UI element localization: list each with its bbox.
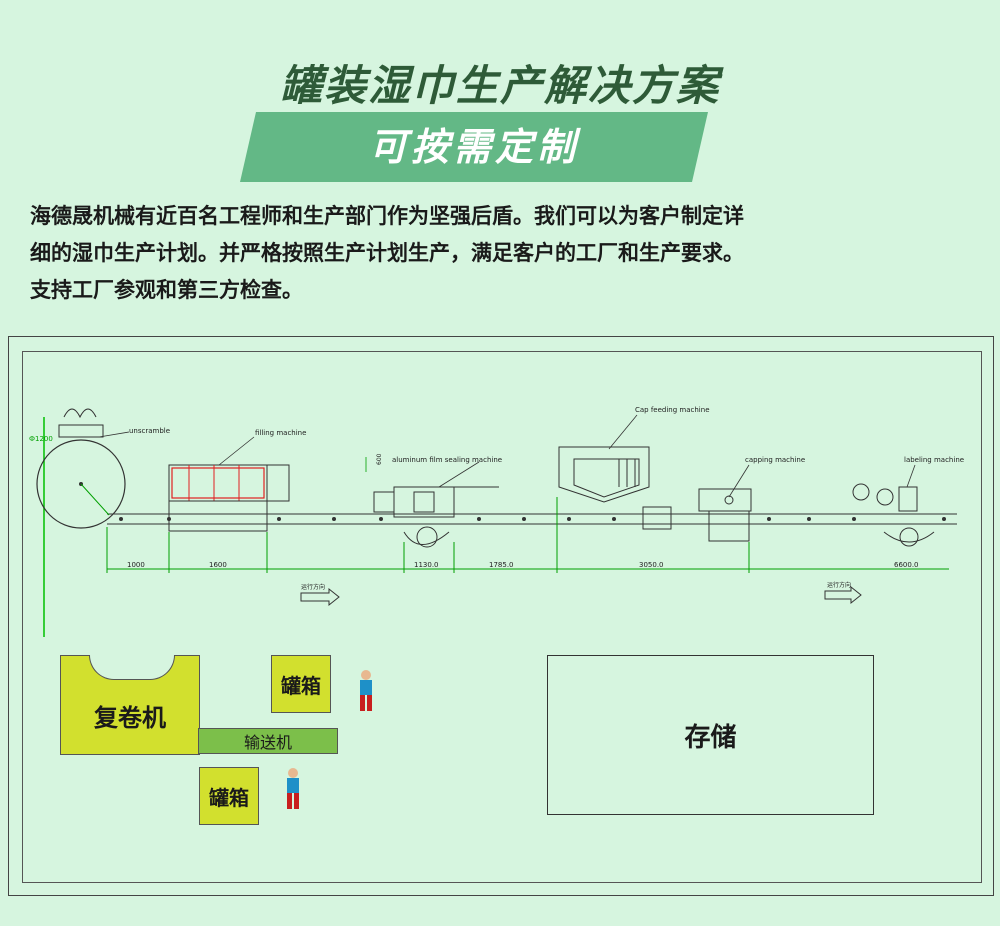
main-conveyor: [107, 513, 957, 525]
unscrambler-machine: unscramble: [36, 408, 170, 529]
height-label: 600: [376, 453, 383, 465]
dim-label: 1000: [127, 561, 145, 569]
storage-area: 存储: [547, 655, 874, 815]
filling-machine: filling machine: [168, 429, 306, 532]
description-line: 海德晟机械有近百名工程师和生产部门作为坚强后盾。我们可以为客户制定详: [30, 204, 744, 228]
direction-label: 运行方向: [827, 581, 851, 589]
banner-shape: [240, 112, 708, 182]
label-labeling: labeling machine: [904, 456, 964, 464]
rewinder-area: 复卷机: [60, 655, 200, 755]
direction-arrow-2: 运行方向: [824, 581, 862, 605]
worker-figure: [360, 670, 372, 711]
storage-label: 存储: [684, 722, 737, 753]
diameter-label: Ф1200: [29, 435, 53, 443]
rewinder-label: 复卷机: [94, 703, 166, 732]
label-sealing: aluminum film sealing machine: [392, 456, 502, 464]
dim-label: 3050.0: [639, 561, 664, 569]
conveyor-area: 输送机: [198, 728, 338, 754]
direction-arrow-1: 运行方向: [300, 583, 340, 607]
cans-label: 罐箱: [281, 673, 321, 698]
label-unscramble: unscramble: [129, 427, 170, 435]
conveyor-label: 输送机: [243, 733, 292, 752]
cans-label: 罐箱: [209, 785, 249, 810]
labeling-machine: labeling machine: [852, 456, 964, 547]
banner-text: 可按需定制: [368, 125, 579, 169]
cans-area: 罐箱: [271, 655, 331, 713]
label-cap-feeding: Cap feeding machine: [635, 406, 710, 414]
description: 海德晟机械有近百名工程师和生产部门作为坚强后盾。我们可以为客户制定详 细的湿巾生…: [30, 198, 975, 309]
cans-area: 罐箱: [199, 767, 259, 825]
dim-label: 1130.0: [414, 561, 439, 569]
layout-inner-frame: [22, 351, 982, 883]
dim-label: 6600.0: [894, 561, 919, 569]
dim-label: 1785.0: [489, 561, 514, 569]
cap-feeding-machine: Cap feeding machine: [558, 406, 710, 503]
subtitle-banner: 可按需定制: [240, 112, 708, 182]
label-capping: capping machine: [745, 456, 805, 464]
description-line: 细的湿巾生产计划。并严格按照生产计划生产，满足客户的工厂和生产要求。: [30, 241, 744, 265]
sealing-machine: 600 aluminum film sealing machine: [365, 453, 502, 548]
layout-frame: Ф1200 unscramble: [8, 336, 994, 896]
capping-machine: capping machine: [642, 456, 805, 542]
dimension-line: 1000 1600 1130.0 1785.0 3050.0 6600.0: [106, 497, 949, 573]
page-title: 罐装湿巾生产解决方案: [279, 61, 720, 110]
description-line: 支持工厂参观和第三方检查。: [30, 278, 303, 302]
direction-label: 运行方向: [301, 583, 325, 591]
worker-figure: [287, 768, 299, 809]
label-filling: filling machine: [255, 429, 306, 437]
production-line-diagram: Ф1200 unscramble: [29, 406, 964, 809]
dim-label: 1600: [209, 561, 227, 569]
